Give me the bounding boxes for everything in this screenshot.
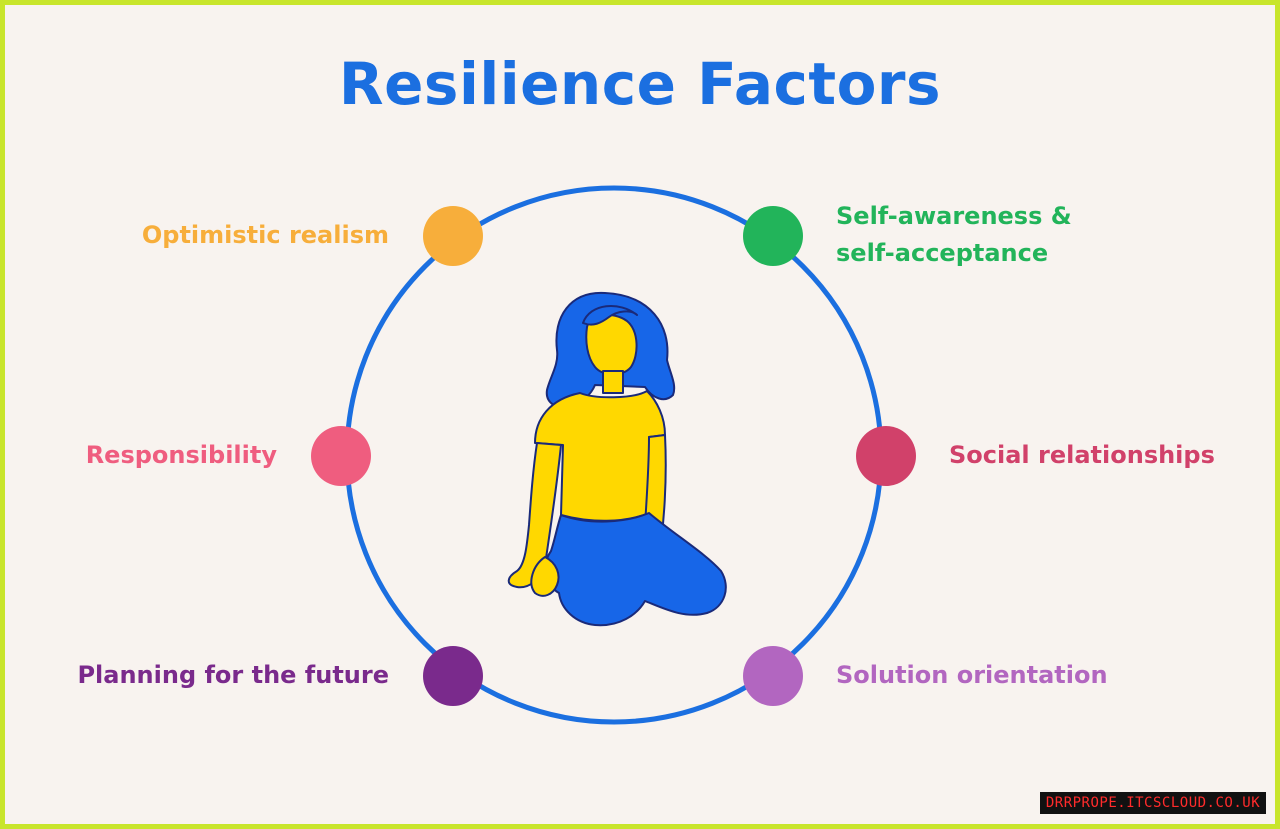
factor-dot-social-relationships [856, 426, 916, 486]
factor-dot-optimistic-realism [423, 206, 483, 266]
factor-dot-responsibility [311, 426, 371, 486]
pants-shape [544, 512, 727, 627]
factor-label-solution-orientation: Solution orientation [836, 661, 1108, 689]
factor-label-social-relationships: Social relationships [949, 441, 1215, 469]
resilience-diagram [311, 185, 916, 725]
diagram-canvas: Resilience Factors [5, 5, 1275, 824]
factor-label-responsibility: Responsibility [85, 441, 277, 469]
factor-label-planning-future: Planning for the future [77, 661, 389, 689]
kneeling-woman-illustration [507, 291, 727, 627]
hair-bangs [582, 304, 638, 326]
page-title: Resilience Factors [338, 50, 942, 118]
watermark-text: DRRPROPE.ITCSCLOUD.CO.UK [1040, 792, 1266, 814]
factor-dot-solution-orientation [743, 646, 803, 706]
factor-label-optimistic-realism: Optimistic realism [141, 221, 389, 249]
factor-label-self-awareness: Self-awareness & self-acceptance [836, 202, 1072, 267]
foot-shape [530, 556, 560, 597]
neck-shape [602, 370, 624, 394]
factor-dot-planning-future [423, 646, 483, 706]
factor-dot-self-awareness [743, 206, 803, 266]
left-arm [507, 442, 562, 589]
